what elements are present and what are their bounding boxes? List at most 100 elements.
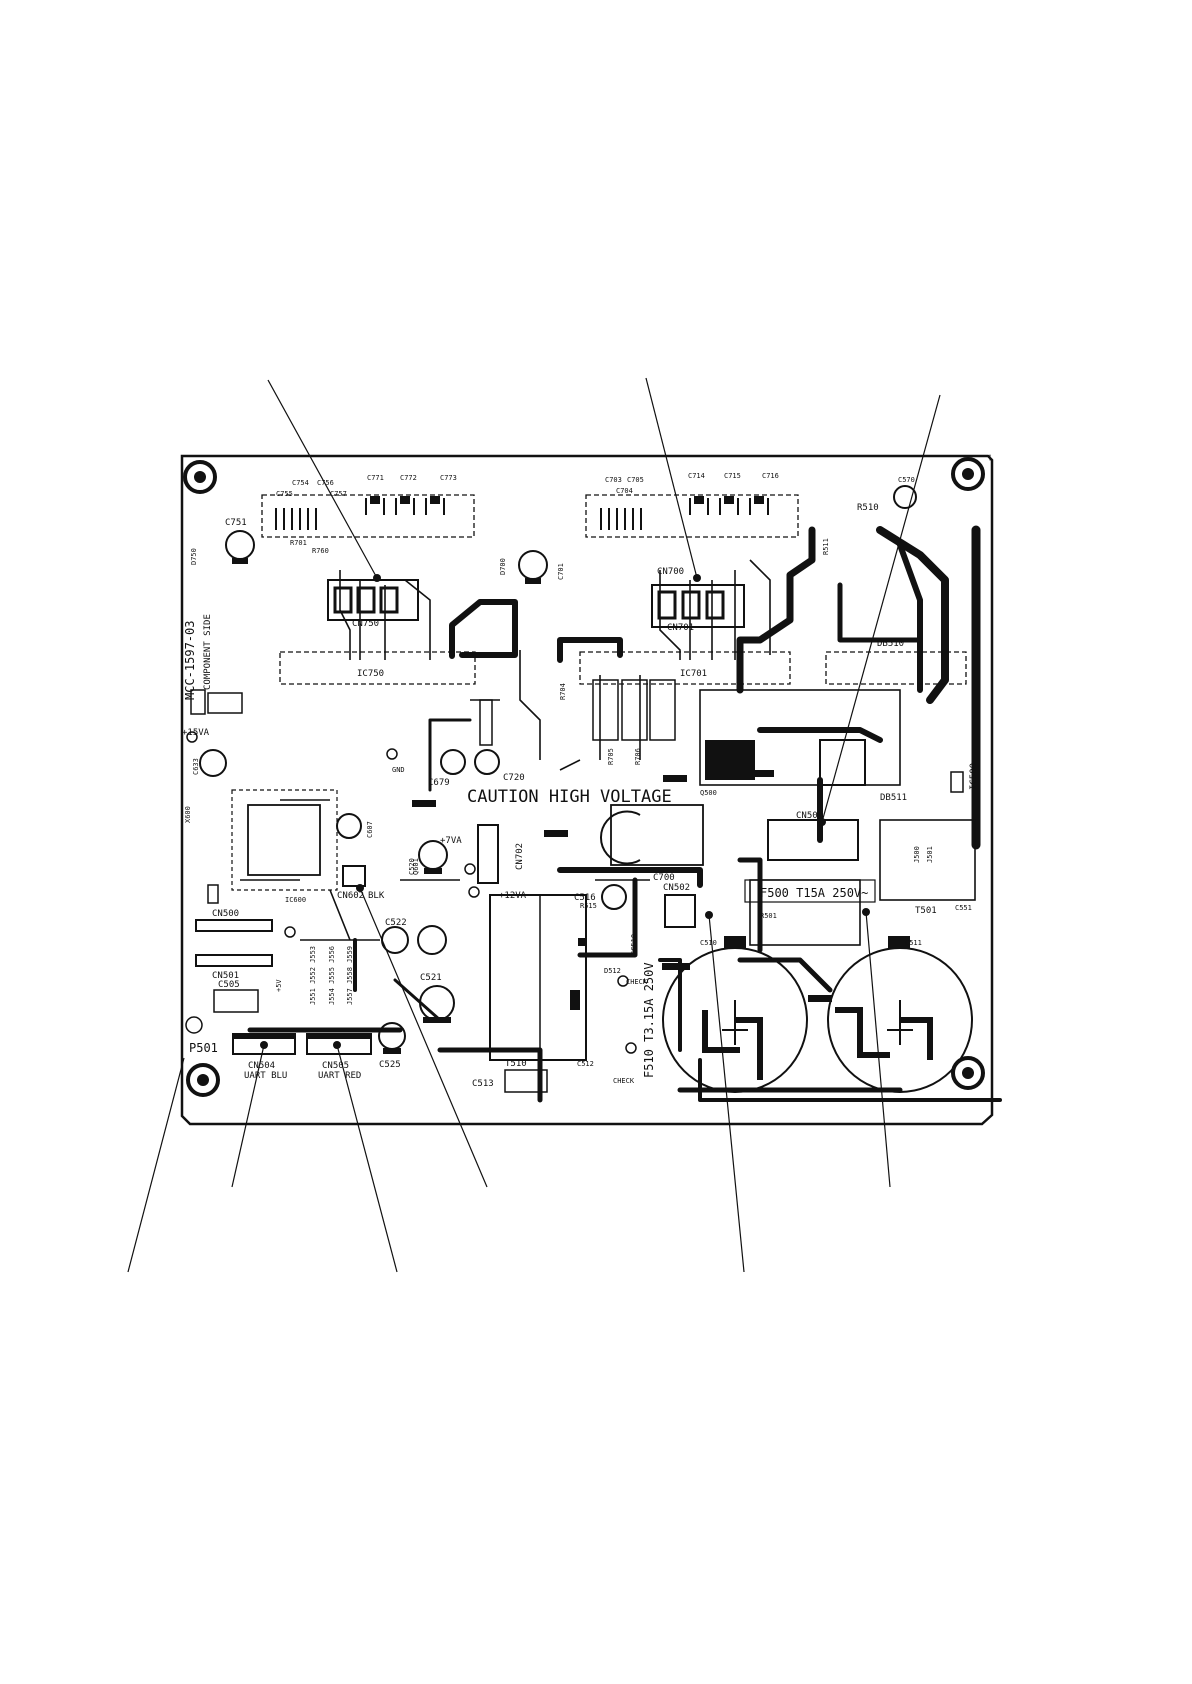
x600-label: X600 [184, 806, 192, 823]
fuse-aux-label: F510 T3.15A 250V [642, 962, 656, 1078]
cn505-label: CN505 [322, 1061, 349, 1071]
r705-label: R705 [607, 748, 615, 765]
c521-label: C521 [420, 973, 442, 983]
c756-label: C756 [317, 479, 334, 487]
c505-capacitor-box [213, 989, 259, 1013]
cn500-connector [195, 919, 273, 967]
q601-label: Q601 [412, 858, 420, 875]
q500-label: Q500 [700, 789, 717, 797]
t510-label: T510 [505, 1059, 527, 1069]
c505-label: C505 [218, 980, 240, 990]
p501-label: P501 [189, 1041, 218, 1055]
c771-label: C771 [367, 474, 384, 482]
c633-label: C633 [192, 758, 200, 775]
copper-traces [247, 454, 1002, 1103]
ic750 [261, 494, 476, 685]
c705-label: C705 [627, 476, 644, 484]
c570-label: C570 [898, 476, 915, 484]
cn504-connector [232, 1033, 296, 1055]
r706-label: R706 [634, 748, 642, 765]
uart-blu-label: UART BLU [244, 1071, 287, 1081]
component-side-label: COMPONENT SIDE [203, 614, 213, 690]
db510-label: DB510 [877, 639, 904, 649]
ic500-label: IC500 [969, 763, 979, 790]
c703-label: C703 [605, 476, 622, 484]
c754-label: C754 [292, 479, 309, 487]
fuse-f500 [744, 879, 876, 903]
db511-label: DB511 [880, 793, 907, 803]
ic750-label: IC750 [357, 669, 384, 679]
j-right-label: J557 J558 J559 [346, 946, 354, 1005]
c510-capacitor [662, 936, 808, 1093]
r515-label: R515 [580, 902, 597, 910]
j-left-label: J551 J552 J553 [309, 946, 317, 1005]
d700-label: D700 [499, 558, 507, 575]
ic701 [579, 494, 799, 685]
cn50-label: CN50 [796, 811, 818, 821]
resistor-pack [190, 679, 964, 904]
v12-label: +12VA [499, 891, 527, 901]
cn750-label: CN750 [352, 619, 379, 629]
t501-transformer [879, 819, 976, 901]
fuse-main-label: F500 T15A 250V~ [760, 886, 868, 900]
cn702-label: CN702 [515, 843, 525, 870]
c510-label: C510 [700, 939, 717, 947]
r511-label: R511 [822, 538, 830, 555]
v15-label: +15VA [182, 728, 210, 738]
cn500-label: CN500 [212, 909, 239, 919]
gnd-label: GND [392, 766, 405, 774]
c525-label: C525 [379, 1060, 401, 1070]
c551-label: C551 [955, 904, 972, 912]
cn504-label: CN504 [248, 1061, 275, 1071]
callout-lines [127, 377, 941, 1273]
cn502-label: CN502 [663, 883, 690, 893]
cn602-connector [342, 865, 366, 887]
c773-label: C773 [440, 474, 457, 482]
cn702-connector [477, 824, 499, 884]
capacitor-marks [232, 558, 541, 1054]
cn602-label: CN602 [337, 891, 364, 901]
c714-label: C714 [688, 472, 705, 480]
c700-label: C700 [653, 873, 675, 883]
ic600-chip [231, 789, 338, 891]
t510-transformer [489, 894, 587, 1061]
cn701-label: CN701 [667, 623, 694, 633]
callout-dots [260, 574, 870, 1049]
uart-red-label: UART RED [318, 1071, 361, 1081]
check1-label: CHECK [626, 978, 648, 986]
j-mid-label: J554 J555 J556 [328, 946, 336, 1005]
c704-label: C704 [616, 487, 633, 495]
test-points [185, 731, 637, 1054]
c716-label: C716 [762, 472, 779, 480]
r510-label: R510 [857, 503, 879, 513]
c679-label: C679 [428, 778, 450, 788]
ic600-label: IC600 [285, 896, 306, 904]
c757-label: C757 [330, 490, 347, 498]
r760-label: R760 [312, 547, 329, 555]
cn502-connector [664, 894, 696, 928]
j500-label: J500 [913, 846, 921, 863]
d750-label: D750 [190, 548, 198, 565]
board-outline [180, 454, 994, 1126]
c720-label: C720 [503, 773, 525, 783]
c513-label: C513 [472, 1079, 494, 1089]
ic701-label: IC701 [680, 669, 707, 679]
c512-label: C512 [577, 1060, 594, 1068]
r501-label: R501 [760, 912, 777, 920]
j501-label: J501 [926, 846, 934, 863]
cn700-label: CN700 [657, 567, 684, 577]
board-model-label: MCC-1597-03 [183, 621, 197, 700]
c522-label: C522 [385, 918, 407, 928]
c511-capacitor [827, 936, 973, 1093]
v7-label: +7VA [440, 836, 462, 846]
c755-label: C755 [276, 490, 293, 498]
c516-label: C516 [574, 893, 596, 903]
c751-label: C751 [225, 518, 247, 528]
d512-label: D512 [604, 967, 621, 975]
c715-label: C715 [724, 472, 741, 480]
c511-label: C511 [905, 939, 922, 947]
r704-label: R704 [559, 683, 567, 700]
v5-label: +5V [275, 979, 283, 992]
solder-blocks [412, 770, 832, 1010]
